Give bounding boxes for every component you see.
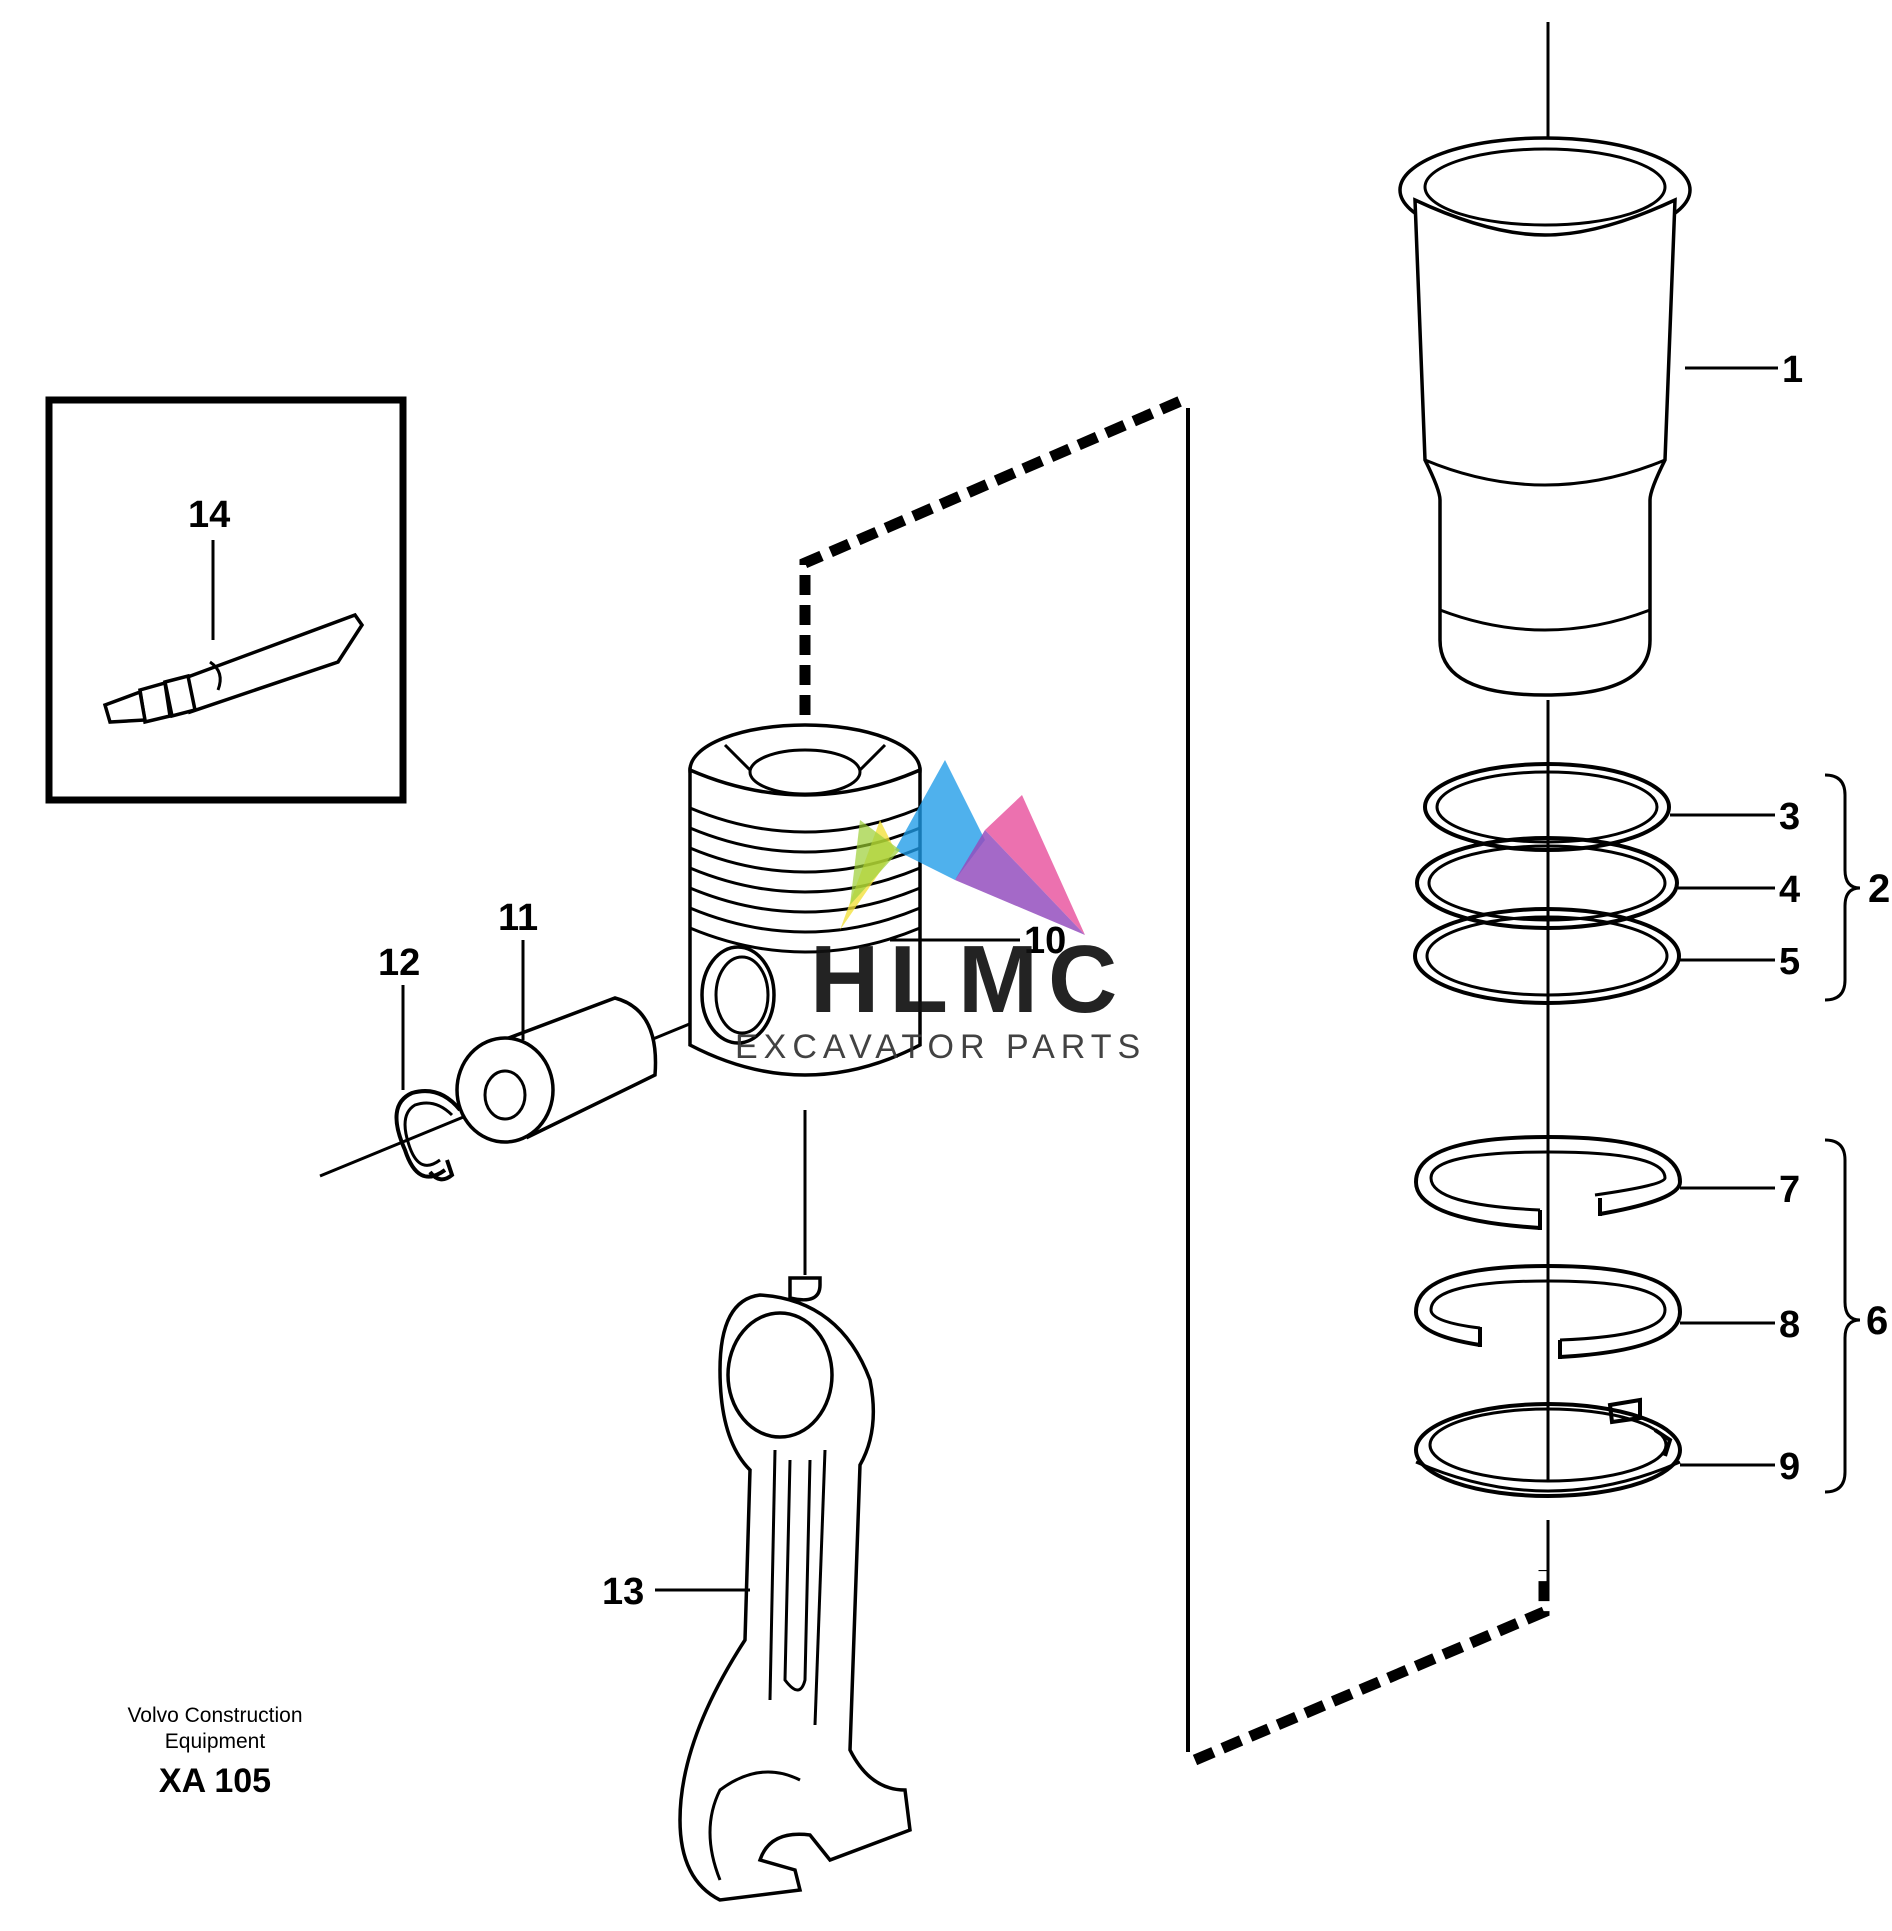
callout-8: 8 xyxy=(1779,1304,1800,1346)
watermark-logo-pink xyxy=(985,795,1085,935)
assembly-outline-bottom xyxy=(1192,1570,1550,1766)
credit-company-line1: Volvo Construction xyxy=(127,1704,302,1727)
callout-3: 3 xyxy=(1779,796,1800,838)
callout-5: 5 xyxy=(1779,941,1800,983)
watermark-tagline: EXCAVATOR PARTS xyxy=(735,1028,1146,1066)
callout-12: 12 xyxy=(378,942,420,984)
callout-4: 4 xyxy=(1779,869,1800,911)
seal-ring-4 xyxy=(1415,836,1679,930)
callout-11: 11 xyxy=(498,897,538,939)
cylinder-liner xyxy=(1398,136,1692,697)
callout-7: 7 xyxy=(1779,1169,1800,1211)
watermark-logo-green xyxy=(850,820,900,905)
piston-ring-7 xyxy=(1413,1134,1683,1230)
figure-code: XA 105 xyxy=(159,1762,271,1800)
watermark-logo-blue xyxy=(895,760,985,880)
callout-9: 9 xyxy=(1779,1446,1800,1488)
callout-14: 14 xyxy=(188,494,230,536)
assembly-outline-top xyxy=(799,394,1186,745)
watermark-logo-purple xyxy=(955,830,1085,935)
connecting-rod xyxy=(678,1276,912,1902)
piston-ring-8 xyxy=(1413,1263,1683,1359)
oil-ring-9 xyxy=(1414,1397,1682,1498)
circlip xyxy=(394,1089,462,1182)
callout-1: 1 xyxy=(1782,349,1803,391)
credit-company-line2: Equipment xyxy=(165,1730,266,1753)
brace-2 xyxy=(1824,773,1861,1002)
brace-6 xyxy=(1824,1138,1861,1494)
hlmc-watermark: HLMC EXCAVATOR PARTS xyxy=(735,760,1146,1066)
sealant-tube xyxy=(102,612,365,725)
sealant-inset-frame xyxy=(45,396,407,804)
piston-pin xyxy=(455,996,658,1144)
callout-2: 2 xyxy=(1868,867,1890,911)
callout-10: 10 xyxy=(1024,920,1066,962)
watermark-brand: HLMC xyxy=(810,926,1127,1033)
callout-13: 13 xyxy=(602,1571,644,1613)
seal-ring-3 xyxy=(1423,762,1671,852)
seal-ring-5 xyxy=(1413,907,1681,1005)
callout-6: 6 xyxy=(1866,1299,1888,1343)
